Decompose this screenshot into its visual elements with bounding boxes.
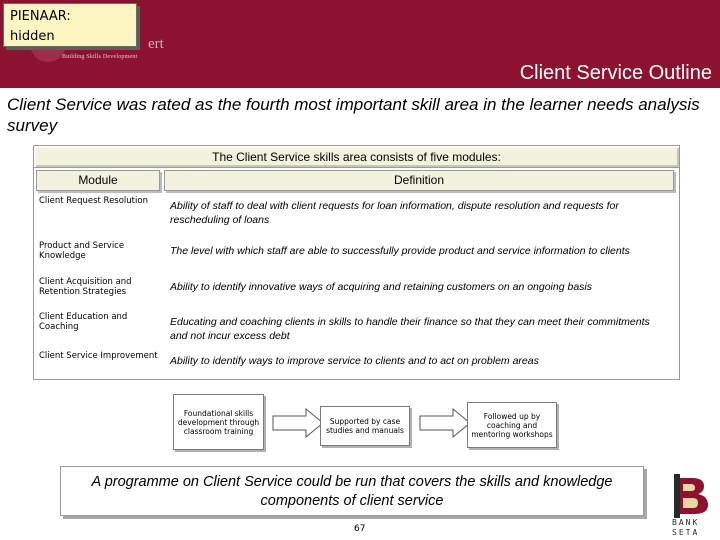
module-cell: Client Education and Coaching xyxy=(39,312,128,332)
flow-step-text: Supported by case studies and manuals xyxy=(326,417,404,435)
bank-logo-mark-icon xyxy=(674,474,708,518)
bank-logo-text: BANK SETA xyxy=(672,518,716,538)
comment-author: PIENAAR: xyxy=(10,9,71,24)
flow-step-training: Foundational skills development through … xyxy=(173,394,264,450)
module-cell: Client Service Improvement xyxy=(39,351,158,361)
flow-step-case-studies: Supported by case studies and manuals xyxy=(320,406,410,446)
bank-logo-line1: BANK xyxy=(672,518,700,527)
comment-note[interactable]: PIENAAR: hidden xyxy=(3,3,137,47)
module-cell: Product and Service Knowledge xyxy=(39,241,125,261)
bank-seta-logo: BANK SETA xyxy=(670,474,716,538)
flow-step-text: Foundational skills development through … xyxy=(177,408,260,436)
module-cell: Client Acquisition and Retention Strateg… xyxy=(39,277,132,297)
definition-cell: The level with which staff are able to s… xyxy=(170,245,630,257)
comment-text: hidden xyxy=(10,29,55,44)
column-header-definition: Definition xyxy=(164,170,674,191)
definition-cell: Ability to identify ways to improve serv… xyxy=(170,355,539,367)
right-arrow-icon xyxy=(419,408,471,438)
definition-cell: Educating and coaching clients in skills… xyxy=(170,316,650,342)
intro-text: Client Service was rated as the fourth m… xyxy=(7,95,700,135)
logo-word: ert xyxy=(148,36,164,52)
bank-logo-line2: SETA xyxy=(672,528,700,537)
module-cell: Client Request Resolution xyxy=(39,196,148,206)
modules-table: The Client Service skills area consists … xyxy=(33,145,680,380)
logo-tagline: Building Skills Development xyxy=(62,54,138,60)
summary-box: A programme on Client Service could be r… xyxy=(60,466,644,516)
definition-cell: Ability of staff to deal with client req… xyxy=(170,200,619,226)
flow-step-workshops: Followed up by coaching and mentoring wo… xyxy=(467,402,557,448)
right-arrow-icon xyxy=(272,408,324,438)
column-header-module: Module xyxy=(36,170,160,191)
slide-title: Client Service Outline xyxy=(519,62,712,84)
definition-cell: Ability to identify innovative ways of a… xyxy=(170,281,592,293)
page-number: 67 xyxy=(354,524,366,534)
flow-step-text: Followed up by coaching and mentoring wo… xyxy=(471,411,553,439)
table-caption: The Client Service skills area consists … xyxy=(34,146,679,168)
